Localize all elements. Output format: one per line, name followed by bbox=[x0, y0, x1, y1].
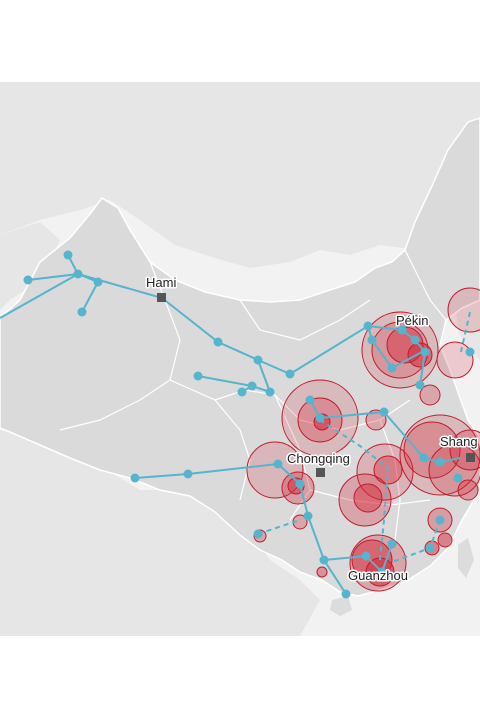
hotspot-chongqing[interactable] bbox=[246, 441, 315, 505]
city-labels: Hami Pékin Chongqing Shang Guanzhou bbox=[145, 274, 480, 585]
border-sichuan bbox=[274, 394, 311, 521]
border-innermongolia bbox=[239, 299, 371, 341]
border-qinghai bbox=[214, 389, 301, 421]
hotspot-wuhan[interactable] bbox=[338, 443, 414, 527]
city-label-guangzhou: Guanzhou bbox=[348, 568, 408, 583]
border-northeast bbox=[404, 249, 447, 321]
city-label-pekin: Pékin bbox=[396, 313, 429, 328]
route-nodes bbox=[23, 250, 475, 599]
hotspots bbox=[246, 287, 480, 592]
city-marker-shanghai[interactable] bbox=[466, 453, 475, 462]
border-tibet bbox=[169, 379, 251, 501]
city-marker-chongqing[interactable] bbox=[316, 468, 325, 477]
land-hainan bbox=[330, 596, 352, 616]
land-layer bbox=[0, 82, 480, 636]
route-west[interactable] bbox=[0, 272, 291, 375]
land-west bbox=[0, 222, 60, 310]
route-south[interactable] bbox=[323, 543, 393, 574]
land-north bbox=[0, 82, 480, 268]
china-landmass bbox=[0, 117, 480, 597]
city-label-hami: Hami bbox=[146, 275, 176, 290]
route-dashed[interactable] bbox=[257, 311, 471, 563]
route-north[interactable] bbox=[289, 324, 427, 386]
land-south bbox=[0, 430, 320, 636]
city-markers bbox=[157, 293, 475, 477]
city-marker-hami[interactable] bbox=[157, 293, 166, 302]
land-taiwan bbox=[458, 538, 474, 578]
border-south bbox=[309, 489, 431, 506]
city-label-chongqing: Chongqing bbox=[287, 451, 350, 466]
city-label-shanghai: Shang bbox=[440, 434, 478, 449]
